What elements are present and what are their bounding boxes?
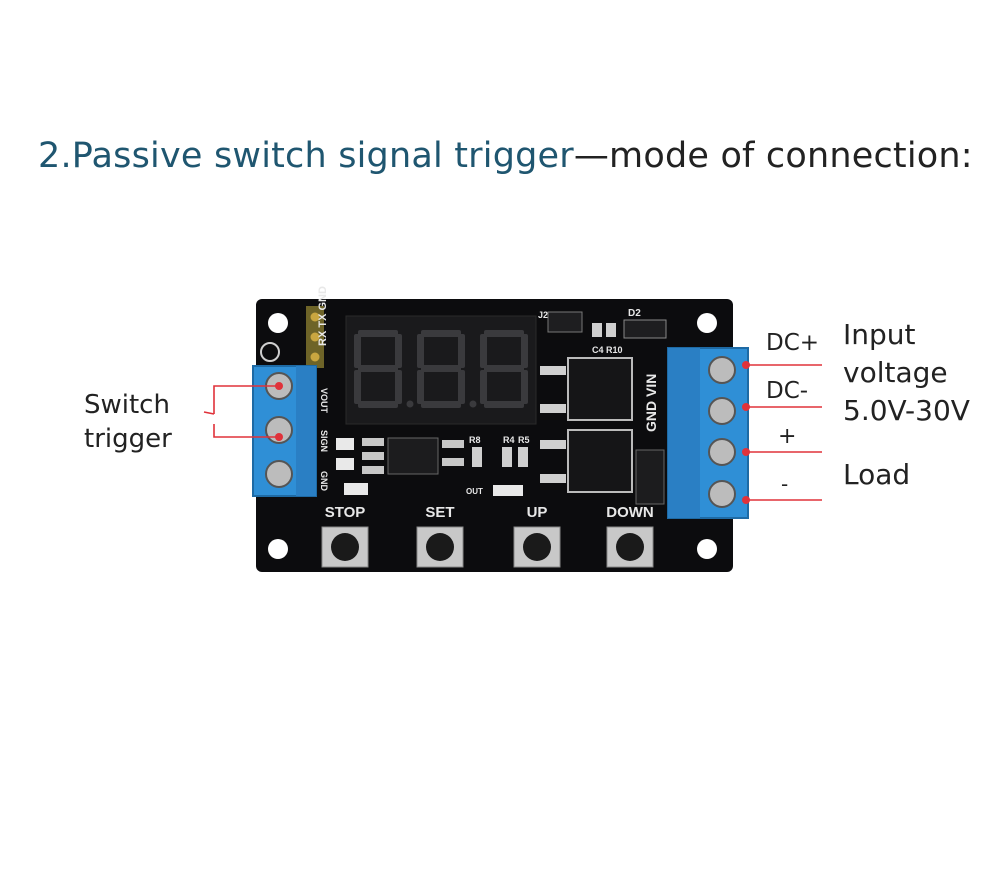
title-part-mode: 2.Passive switch signal trigger — [38, 136, 574, 176]
label-dc-minus: DC- — [766, 378, 809, 404]
terminal-left-side — [296, 366, 316, 496]
label-c4: C4 — [592, 345, 604, 355]
header-pin-1 — [310, 312, 320, 322]
button-set — [416, 526, 464, 568]
terminal-right-screw-2 — [708, 397, 736, 425]
header-pin-label-gnd: GND — [317, 286, 329, 311]
smd-left-2 — [336, 458, 354, 470]
label-down: DOWN — [606, 504, 654, 521]
label-minus: - — [781, 472, 789, 496]
mosfet-upper — [567, 357, 633, 421]
header-pin-label-rx: RX — [317, 330, 329, 346]
digit-1 — [354, 330, 414, 408]
button-stop — [321, 526, 369, 568]
label-sign: SIGN — [319, 430, 329, 452]
header-pin-label-tx: TX — [317, 313, 329, 328]
terminal-right-screw-1 — [708, 356, 736, 384]
mount-hole-tr — [697, 313, 717, 333]
digit-2 — [417, 330, 477, 408]
terminal-left-screw-3 — [265, 460, 293, 488]
terminal-right-side — [668, 348, 700, 518]
mosfet-pin-3 — [540, 440, 566, 449]
smd-382 — [344, 483, 368, 495]
label-gnd-vin: GND VIN — [643, 374, 659, 432]
label-out: OUT — [466, 487, 483, 496]
mosfet-pin-2 — [540, 404, 566, 413]
label-voltage: voltage — [843, 356, 948, 389]
mount-hole-bl — [268, 539, 288, 559]
mosfet-lower — [567, 429, 633, 493]
smd-pad-3 — [362, 466, 384, 474]
smd-pad-5 — [442, 458, 464, 466]
smd-r4 — [502, 447, 512, 467]
wire-dot-dc-minus — [742, 403, 750, 411]
label-trigger: trigger — [84, 424, 172, 454]
label-plus: + — [778, 424, 797, 449]
header-pin-labels: RX TX GND — [317, 286, 329, 346]
wire-dot-load-plus — [742, 448, 750, 456]
label-set: SET — [425, 504, 454, 521]
header-pin-2 — [310, 332, 320, 342]
wire-dot-load-minus — [742, 496, 750, 504]
smd-j2 — [547, 311, 583, 333]
terminal-right-screw-3 — [708, 438, 736, 466]
mosfet-pin-1 — [540, 366, 566, 375]
diode-block — [635, 449, 665, 505]
label-gnd-left: GND — [319, 471, 329, 492]
label-vout: VOUT — [319, 388, 329, 414]
label-up: UP — [527, 504, 548, 521]
button-up — [513, 526, 561, 568]
smd-r5 — [518, 447, 528, 467]
label-input: Input — [843, 318, 916, 351]
smd-d2 — [623, 319, 667, 339]
page-title: 2.Passive switch signal trigger—mode of … — [38, 136, 973, 176]
smd-pad-2 — [362, 452, 384, 460]
switch-trigger-wiring — [203, 385, 279, 438]
label-r8: R8 — [469, 435, 481, 445]
smd-r10 — [606, 323, 616, 337]
label-switch-trigger: Switch trigger — [84, 388, 172, 456]
label-r5: R5 — [518, 435, 530, 445]
terminal-right-screw-4 — [708, 480, 736, 508]
mount-hole-br — [697, 539, 717, 559]
wire-dot-left-2 — [275, 433, 283, 441]
smd-pad-1 — [362, 438, 384, 446]
label-d2: D2 — [628, 308, 641, 319]
label-stop: STOP — [325, 504, 366, 521]
title-part-connection: —mode of connection: — [573, 136, 973, 176]
smd-left-1 — [336, 438, 354, 450]
button-down — [606, 526, 654, 568]
header-pin-3 — [310, 352, 320, 362]
smd-r8 — [472, 447, 482, 467]
right-wiring — [746, 364, 822, 501]
smd-out-led — [493, 485, 523, 496]
mount-hole-tl — [268, 313, 288, 333]
label-dc-plus: DC+ — [766, 330, 820, 356]
wire-dot-left-1 — [275, 382, 283, 390]
label-input-voltage: Input voltage 5.0V-30V — [843, 316, 970, 430]
label-voltage-range: 5.0V-30V — [843, 394, 970, 427]
label-switch: Switch — [84, 390, 170, 420]
label-load: Load — [843, 458, 911, 491]
label-j2: J2 — [538, 310, 548, 320]
mosfet-pin-4 — [540, 474, 566, 483]
digit-3 — [480, 330, 528, 408]
brand-logo — [260, 342, 280, 362]
smd-pad-4 — [442, 440, 464, 448]
label-r4: R4 — [503, 435, 515, 445]
label-r10: R10 — [606, 345, 623, 355]
smd-c4 — [592, 323, 602, 337]
ic-chip — [387, 437, 439, 475]
wire-dot-dc-plus — [742, 361, 750, 369]
